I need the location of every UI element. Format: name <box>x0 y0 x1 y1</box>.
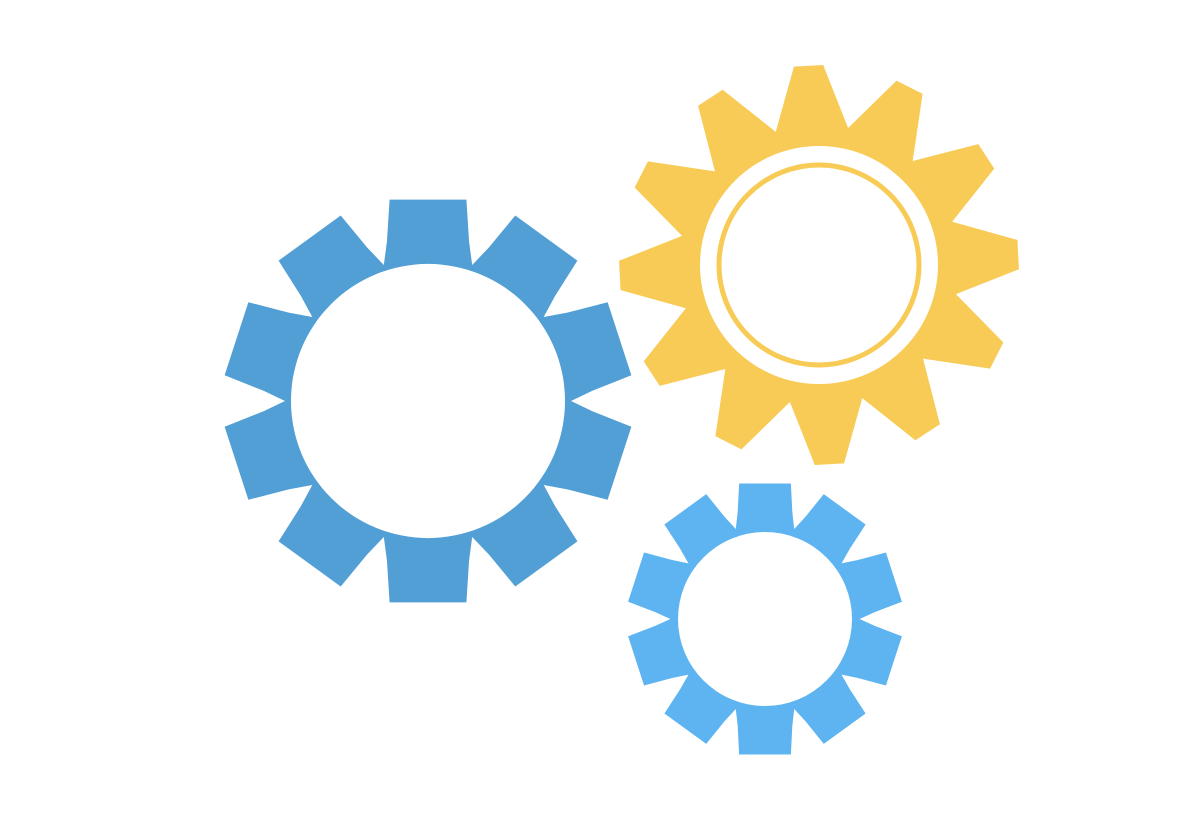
small-light-blue-gear-icon <box>628 483 902 755</box>
yellow-gear-icon <box>619 65 1019 465</box>
yellow-gear-inner-ring <box>716 162 922 368</box>
large-blue-gear-icon <box>224 199 632 603</box>
